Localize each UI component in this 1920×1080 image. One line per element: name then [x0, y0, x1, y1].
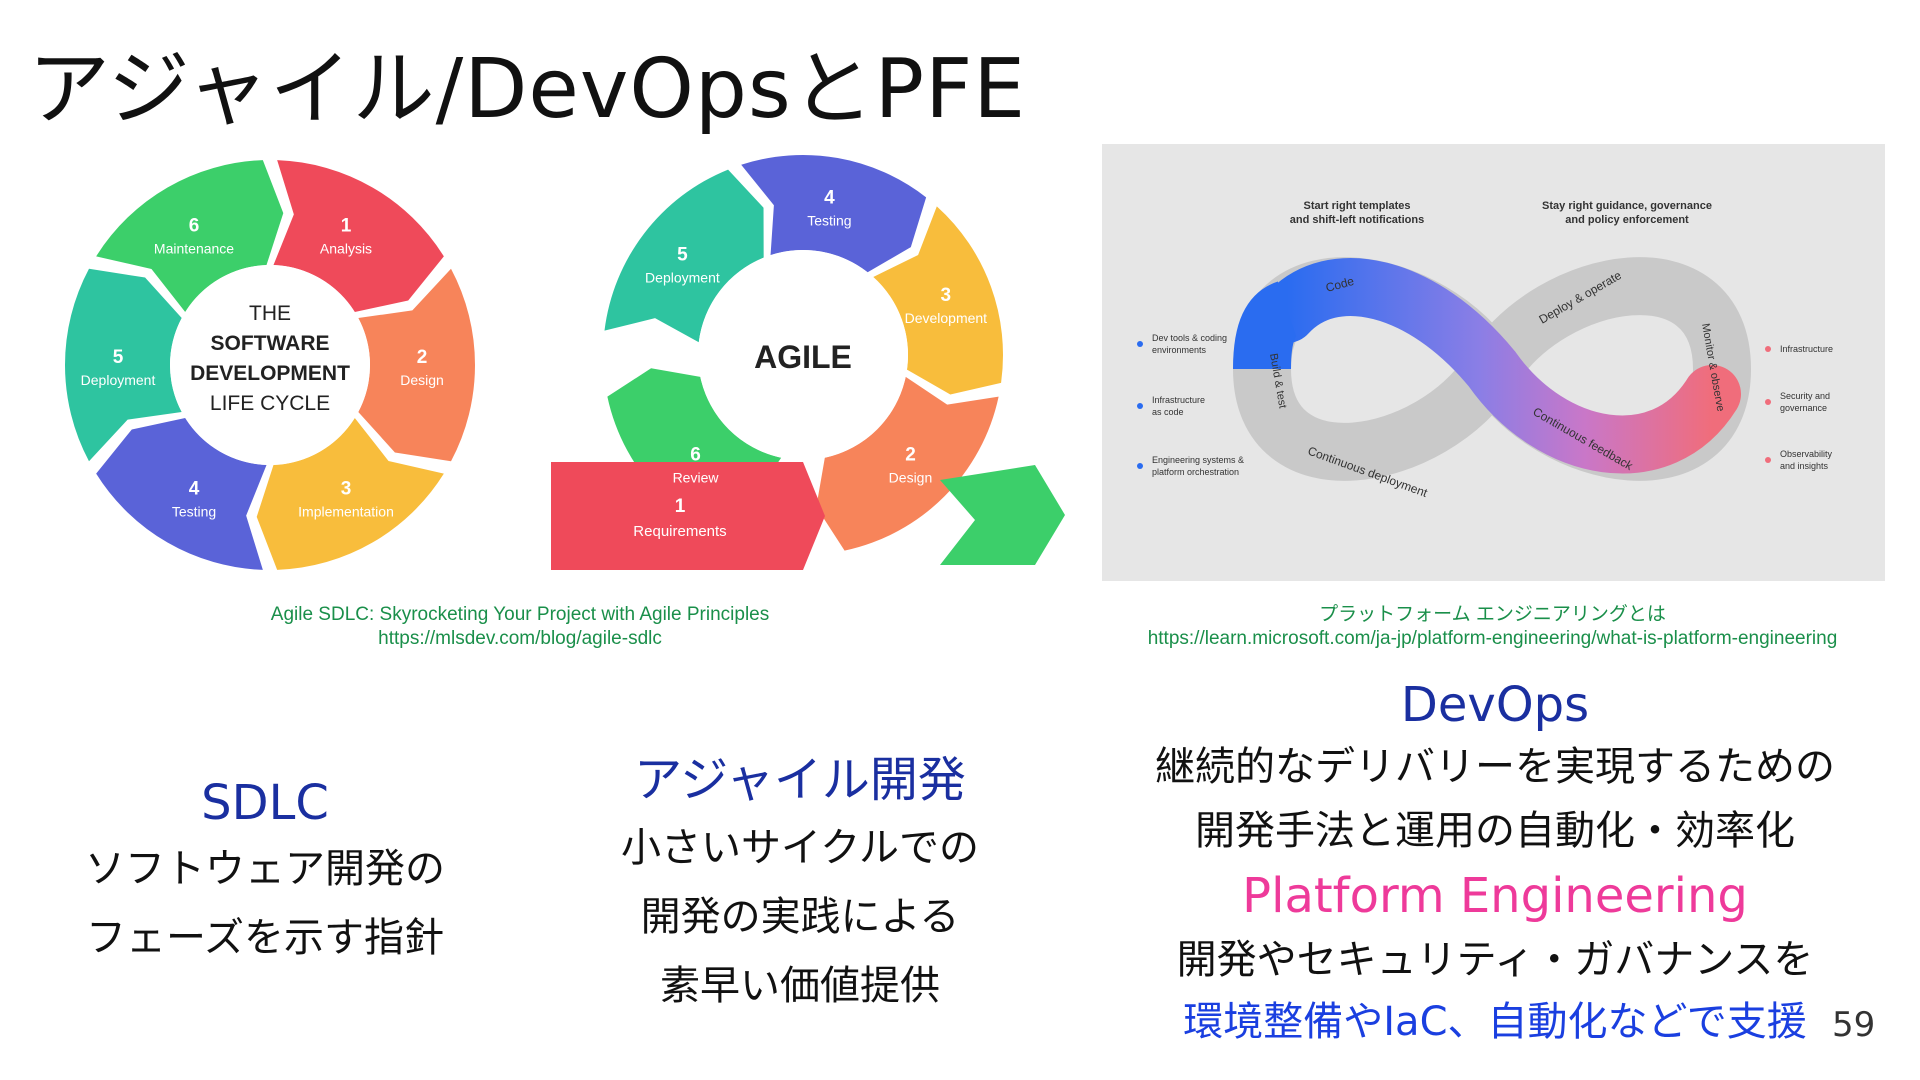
sdlc-seg-label: Maintenance	[154, 240, 234, 256]
sdlc-seg-num: 3	[341, 479, 352, 500]
col-sdlc-heading: SDLC	[40, 775, 490, 831]
agile-seg-num: 2	[905, 444, 916, 465]
agile-seg-num: 5	[677, 244, 688, 265]
agile-seg-num: 6	[690, 444, 701, 465]
caption-left-url[interactable]: https://mlsdev.com/blog/agile-sdlc	[210, 627, 830, 651]
left-item-line: platform orchestration	[1152, 467, 1239, 477]
sdlc-center-line: SOFTWARE	[211, 332, 330, 355]
agile-center-label: AGILE	[754, 339, 852, 375]
agile-seg-label: Development	[905, 310, 988, 326]
sdlc-seg-label: Analysis	[320, 240, 372, 256]
col-devops-line: 継続的なデリバリーを実現するための	[1105, 735, 1885, 799]
sdlc-center-line: THE	[249, 302, 291, 325]
right-item-line: governance	[1780, 403, 1827, 413]
right-item-line: Observability	[1780, 449, 1833, 459]
ms-top-right-line: Stay right guidance, governance	[1542, 200, 1712, 212]
col-devops: DevOps 継続的なデリバリーを実現するための 開発手法と運用の自動化・効率化…	[1105, 675, 1885, 1053]
sdlc-seg-num: 2	[417, 347, 428, 368]
left-item-line: environments	[1152, 345, 1207, 355]
sdlc-seg-num: 4	[189, 479, 200, 500]
col-devops-line: 開発手法と運用の自動化・効率化	[1105, 799, 1885, 863]
sdlc-seg-num: 5	[113, 347, 124, 368]
ms-top-left-line: Start right templates	[1304, 200, 1411, 212]
agile-seg-label: Requirements	[633, 523, 726, 540]
sdlc-seg-label: Testing	[172, 504, 216, 520]
agile-seg-num: 4	[824, 187, 835, 208]
col-agile-line: 小さいサイクルでの	[570, 814, 1030, 883]
right-item-dot	[1765, 346, 1771, 352]
col-sdlc-line: ソフトウェア開発の	[40, 835, 490, 904]
col-agile-heading: アジャイル開発	[570, 740, 1030, 810]
left-item-line: Dev tools & coding	[1152, 333, 1227, 343]
col-sdlc: SDLC ソフトウェア開発の フェーズを示す指針	[40, 775, 490, 973]
left-item-dot	[1137, 341, 1143, 347]
ms-top-left-line: and shift-left notifications	[1290, 214, 1424, 226]
sdlc-seg-num: 6	[189, 215, 200, 236]
left-item-dot	[1137, 403, 1143, 409]
agile-seg-label: Testing	[807, 212, 851, 228]
agile-exit-arrow	[940, 465, 1065, 565]
col-pe-line-highlight: 環境整備やIaC、自動化などで支援	[1105, 991, 1885, 1053]
left-item-dot	[1137, 463, 1143, 469]
caption-left: Agile SDLC: Skyrocketing Your Project wi…	[210, 603, 830, 651]
right-item-line: and insights	[1780, 461, 1829, 471]
right-item-line: Infrastructure	[1780, 344, 1833, 354]
sdlc-seg-num: 1	[341, 215, 352, 236]
left-item-line: Infrastructure	[1152, 395, 1205, 405]
page-number: 59	[1832, 1005, 1875, 1045]
ms-top-right-line: and policy enforcement	[1565, 214, 1689, 226]
agile-seg-label: Deployment	[645, 269, 720, 285]
left-item-line: as code	[1152, 407, 1184, 417]
sdlc-seg-label: Implementation	[298, 504, 394, 520]
col-sdlc-line: フェーズを示す指針	[40, 904, 490, 973]
agile-seg-label: Review	[673, 469, 720, 485]
agile-seg-label: Design	[889, 469, 933, 485]
caption-right-title: プラットフォーム エンジニアリングとは	[1070, 603, 1915, 627]
col-pe-heading: Platform Engineering	[1105, 863, 1885, 929]
sdlc-seg-label: Deployment	[81, 372, 156, 388]
caption-right: プラットフォーム エンジニアリングとは https://learn.micros…	[1070, 603, 1915, 651]
sdlc-seg-label: Design	[400, 372, 444, 388]
right-item-dot	[1765, 399, 1771, 405]
col-agile-line: 素早い価値提供	[570, 952, 1030, 1021]
platform-engineering-diagram: Start right templates and shift-left not…	[1102, 144, 1885, 581]
agile-seg-num: 1	[675, 496, 686, 517]
agile-seg-num: 3	[941, 285, 952, 306]
caption-left-title: Agile SDLC: Skyrocketing Your Project wi…	[210, 603, 830, 627]
right-item-line: Security and	[1780, 391, 1830, 401]
col-devops-heading: DevOps	[1105, 675, 1885, 735]
caption-right-url[interactable]: https://learn.microsoft.com/ja-jp/platfo…	[1070, 627, 1915, 651]
col-pe-line: 開発やセキュリティ・ガバナンスを	[1105, 929, 1885, 991]
left-item-line: Engineering systems &	[1152, 455, 1244, 465]
slide-title: アジャイル/DevOpsとPFE	[28, 22, 1026, 141]
col-agile-line: 開発の実践による	[570, 883, 1030, 952]
sdlc-center-line: DEVELOPMENT	[190, 362, 350, 385]
col-agile: アジャイル開発 小さいサイクルでの 開発の実践による 素早い価値提供	[570, 740, 1030, 1021]
right-item-dot	[1765, 457, 1771, 463]
sdlc-center-line: LIFE CYCLE	[210, 392, 330, 415]
